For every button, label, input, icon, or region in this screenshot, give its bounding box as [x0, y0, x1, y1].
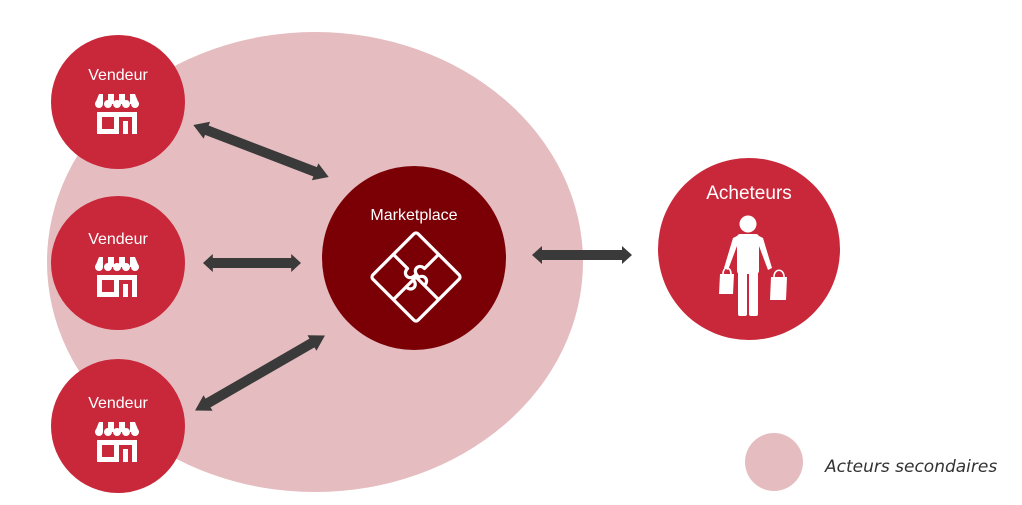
seller-node-3: Vendeur [51, 359, 185, 493]
seller-label-3: Vendeur [88, 395, 148, 412]
seller-node-2: Vendeur [51, 196, 185, 330]
marketplace-label: Marketplace [370, 207, 457, 224]
shopper-icon [719, 215, 787, 316]
store-icon [95, 257, 139, 297]
seller-label-2: Vendeur [88, 231, 148, 248]
legend: Acteurs secondaires [745, 433, 997, 491]
legend-label: Acteurs secondaires [824, 457, 997, 477]
store-icon [95, 422, 139, 462]
buyers-node: Acheteurs [658, 158, 840, 340]
seller-node-1: Vendeur [51, 35, 185, 169]
seller-label-1: Vendeur [88, 67, 148, 84]
store-icon [95, 94, 139, 134]
marketplace-node: Marketplace [322, 166, 506, 350]
legend-swatch [745, 433, 803, 491]
secondary-actors-area [47, 32, 583, 492]
puzzle-icon [370, 231, 462, 323]
buyers-label: Acheteurs [706, 183, 792, 204]
